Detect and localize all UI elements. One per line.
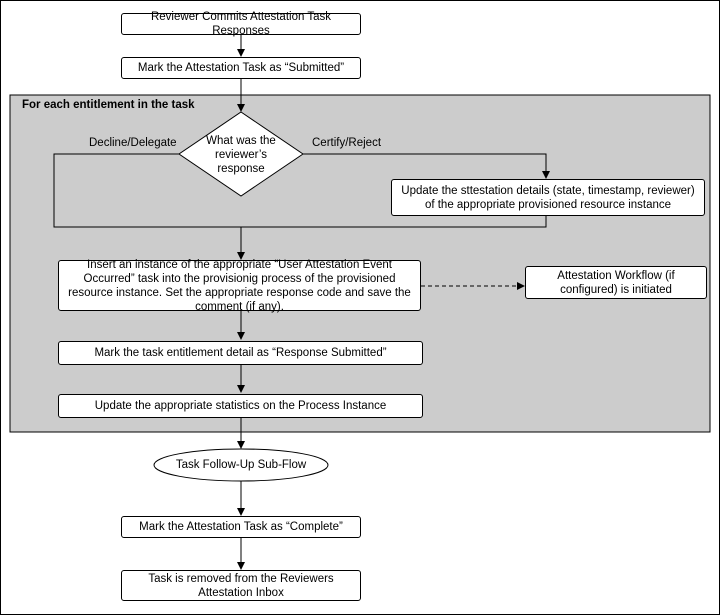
node-attestation-workflow: Attestation Workflow (if configured) is … xyxy=(525,266,707,299)
loop-container-label: For each entitlement in the task xyxy=(22,99,195,111)
node-insert-instance: Insert an instance of the appropriate “U… xyxy=(58,259,421,313)
node-mark-submitted: Mark the Attestation Task as “Submitted” xyxy=(121,57,361,79)
path-decline-delegate xyxy=(53,153,241,228)
node-update-statistics: Update the appropriate statistics on the… xyxy=(58,394,423,418)
decision-diamond xyxy=(178,111,304,197)
node-followup-subflow: Task Follow-Up Sub-Flow xyxy=(175,459,307,471)
arrow-certify-reject xyxy=(303,153,550,179)
edge-label-decline-delegate: Decline/Delegate xyxy=(89,137,177,149)
node-update-details: Update the sttestation details (state, t… xyxy=(391,179,705,216)
node-mark-entitlement: Mark the task entitlement detail as “Res… xyxy=(58,341,423,365)
decision-text: What was the reviewer’s response xyxy=(206,135,276,175)
node-commit-responses: Reviewer Commits Attestation Task Respon… xyxy=(121,11,361,37)
edge-label-certify-reject: Certify/Reject xyxy=(312,137,382,149)
path-update-return xyxy=(241,216,547,228)
node-removed-from-inbox: Task is removed from the Reviewers Attes… xyxy=(121,570,361,601)
node-mark-complete: Mark the Attestation Task as “Complete” xyxy=(121,516,361,538)
